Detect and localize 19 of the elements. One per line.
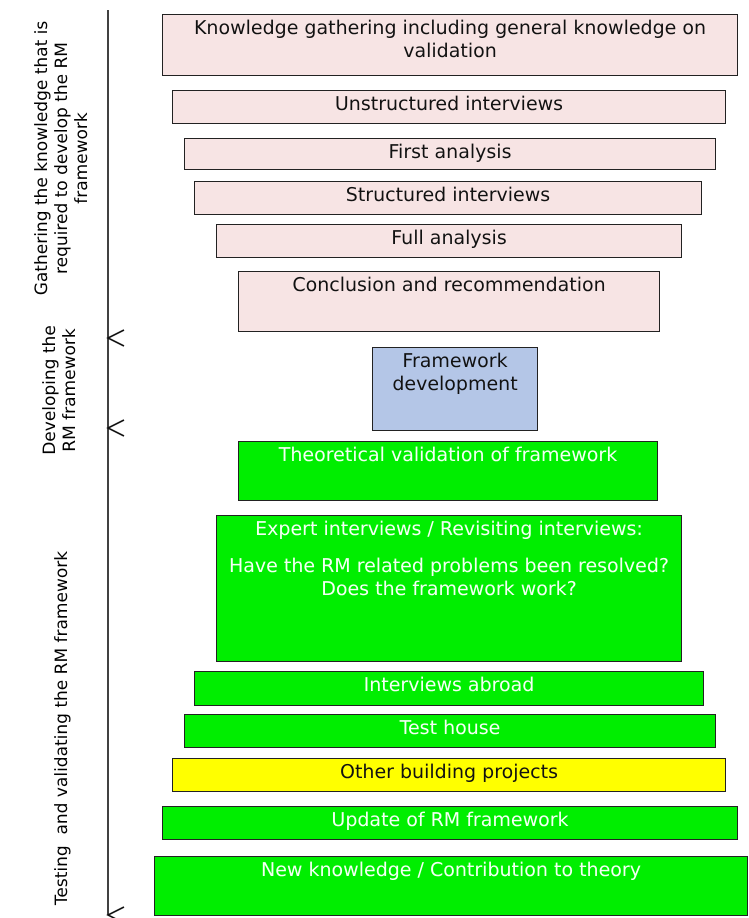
box-heading: Expert interviews / Revisiting interviews: (255, 518, 643, 541)
process-box: Framework development (372, 347, 538, 431)
process-box: New knowledge / Contribution to theory (154, 856, 748, 916)
phase-label: Developing the RM framework (40, 325, 80, 455)
process-box: Conclusion and recommendation (238, 271, 660, 332)
process-box: Interviews abroad (194, 671, 704, 706)
process-box: Unstructured interviews (172, 90, 726, 124)
process-box: Update of RM framework (162, 806, 738, 840)
process-box: Knowledge gathering including general knowledge on validation (162, 14, 738, 76)
box-text: Have the RM related problems been resolved? Does the framework work? (228, 555, 670, 601)
phase-label: Testing and validating the RM framework (52, 550, 72, 908)
phase-label: Gathering the knowledge that is required to develop the RM framework (32, 20, 92, 298)
process-box: Other building projects (172, 758, 726, 792)
process-box: Full analysis (216, 224, 682, 258)
process-box: First analysis (184, 138, 716, 170)
process-box (216, 515, 682, 662)
process-box: Structured interviews (194, 181, 702, 215)
process-box: Theoretical validation of framework (238, 441, 658, 501)
process-box: Test house (184, 714, 716, 748)
